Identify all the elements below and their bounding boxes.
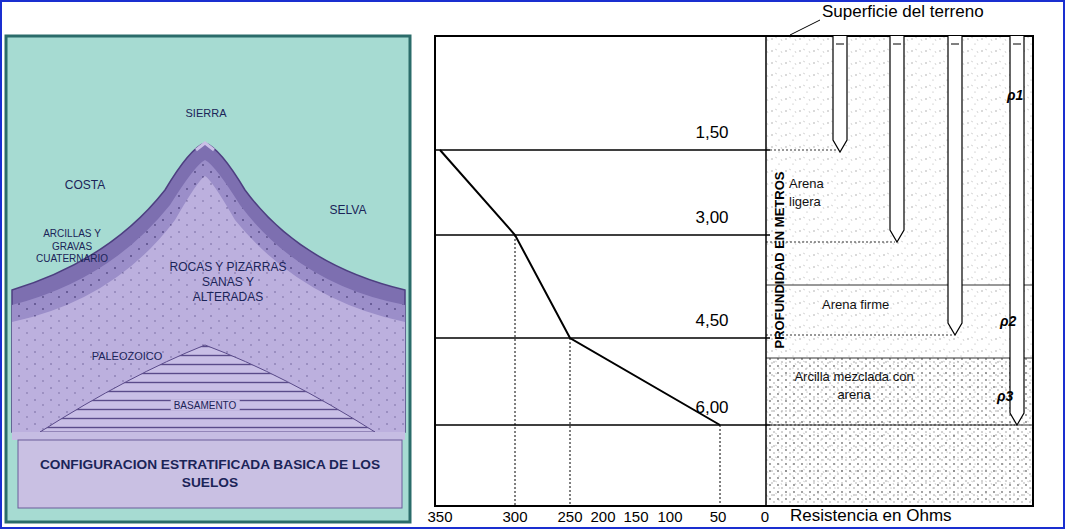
region-label: SIERRA — [186, 107, 227, 119]
soil-band: Arena ligera ρ1 — [767, 37, 1032, 285]
surface-label: Superficie del terreno — [822, 2, 984, 22]
resistivity-symbol: ρ3 — [997, 388, 1013, 404]
axis-tick: 50 — [710, 508, 727, 525]
node-text: Arcilla mezclada con arena — [789, 368, 919, 403]
resistivity-symbol: ρ2 — [1000, 313, 1016, 329]
axis-tick: 0 — [761, 508, 769, 525]
axis-tick: 100 — [657, 508, 682, 525]
soil-band: Arcilla mezclada con arena ρ3 — [767, 358, 1032, 425]
axis-tick: 150 — [623, 508, 648, 525]
depth-value: 4,50 — [695, 311, 728, 331]
axis-tick: 350 — [427, 508, 452, 525]
resistivity-symbol: ρ1 — [1007, 87, 1023, 103]
depth-value: 1,50 — [695, 123, 728, 143]
soil-band: Arena firme ρ2 — [767, 285, 1032, 358]
region-label: COSTA — [65, 178, 105, 192]
depth-value: 6,00 — [695, 398, 728, 418]
axis-tick: 200 — [590, 508, 615, 525]
node-text: Arena firme — [822, 297, 889, 312]
node-text: CONFIGURACION ESTRATIFICADA BASICA DE LO… — [18, 440, 402, 508]
layer-label: ARCILLAS Y GRAVAS CUATERNARIO — [22, 228, 122, 266]
layer-label: BASAMENTO — [171, 400, 240, 411]
axis-title: PROFUNDIDAD EN METROS — [772, 172, 787, 349]
region-label: SELVA — [330, 203, 367, 217]
axis-title: Resistencia en Ohms — [790, 506, 952, 526]
node-text: Arena ligera — [789, 175, 849, 210]
depth-value: 3,00 — [695, 208, 728, 228]
layer-label: ROCAS Y PIZARRAS SANAS Y ALTERADAS — [168, 260, 288, 305]
caption-box: CONFIGURACION ESTRATIFICADA BASICA DE LO… — [18, 440, 402, 508]
axis-tick: 250 — [557, 508, 582, 525]
axis-tick: 300 — [502, 508, 527, 525]
layer-label: PALEOZOICO — [92, 350, 163, 362]
